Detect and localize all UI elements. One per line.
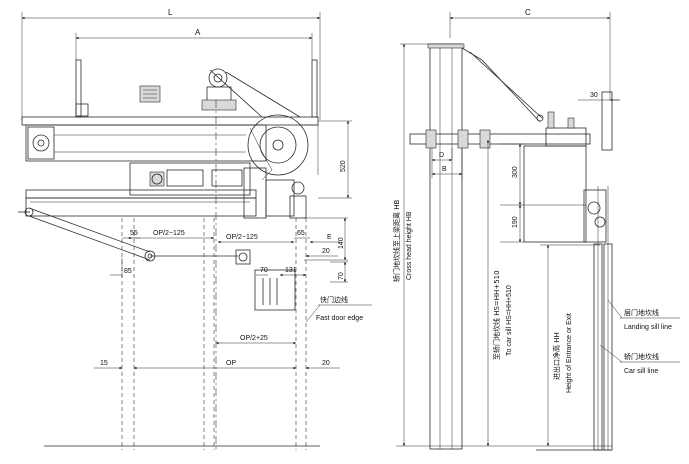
dimension-300-190: 300 190 [500,143,586,243]
dim-label-30: 30 [590,92,598,99]
dim-label-OP: OP [226,360,236,367]
dimension-op-row: 15 OP 20 [94,360,340,370]
dim-label-55: 55 [130,230,138,237]
car-sill-label-en: Car sill line [624,368,658,375]
dim-label-B: B [442,166,447,173]
dimension-op2-plus-25: OP/2+25 [216,335,296,345]
cross-head-label-cn: 轿门地坎线至上梁距离 HB [392,200,401,282]
door-panels-side [536,91,613,451]
sill-line-callouts: 层门地坎线 Landing sill line 轿门地坎线 Car sill l… [599,299,680,375]
small-dimensions: 55 65 E 140 20 70 131 70 85 [110,217,348,283]
dim-label-op2-minus-125-right: OP/2−125 [226,234,258,241]
car-sill-hs-label-en: To car sill HS=HH+510 [506,285,513,356]
dim-label-C: C [525,8,531,17]
door-arm-linkage [18,207,251,265]
height-dimensions [396,43,612,447]
dimension-520: 520 [318,120,352,199]
dim-label-65: 65 [297,230,305,237]
dim-label-520: 520 [340,160,347,172]
dim-label-op2-minus-125-left: OP/2−125 [153,230,185,237]
side-elevation-view: C 30 D [392,8,680,451]
door-track [25,124,319,175]
dimension-A: A [75,28,313,60]
car-sill-hs-label-cn: 至轿门地坎线 HS=HH+510 [492,270,501,360]
dim-label-L: L [168,8,173,17]
dimension-D-B: D B [431,148,463,178]
dim-label-D: D [439,152,444,159]
entrance-height-label-cn: 进出口净高 HH [552,332,561,380]
dim-label-20-top: 20 [322,248,330,255]
door-operator-box [523,111,607,243]
dim-label-E: E [327,234,332,241]
car-frame-column [409,43,591,450]
dim-label-op2-plus-25: OP/2+25 [240,335,268,342]
dim-label-A: A [195,28,201,37]
dimension-op2-minus-125-right: OP/2−125 [218,234,294,244]
dim-label-20-bottom: 20 [322,360,330,367]
motor-drive [201,68,309,181]
fast-door-edge-label-en: Fast door edge [316,315,363,322]
car-sill-label-cn: 轿门地坎线 [624,352,659,361]
dimension-30: 30 [578,92,620,102]
dimension-L: L [21,8,321,120]
dim-label-300: 300 [512,166,519,178]
rotated-height-labels: 轿门地坎线至上梁距离 HB Cross head height HB 至轿门地坎… [392,200,573,393]
dim-label-190: 190 [512,216,519,228]
landing-sill-label-en: Landing sill line [624,324,672,331]
fast-door-edge-callout: 快门边线 Fast door edge [305,295,372,323]
car-door-panels [44,100,320,450]
dim-label-70: 70 [260,267,268,274]
landing-sill-label-cn: 层门地坎线 [624,308,659,317]
fast-door-edge-label-cn: 快门边线 [320,295,348,304]
dim-label-140: 140 [338,237,345,249]
dim-label-70-right: 70 [338,272,345,280]
dimension-op2-minus-125-left: OP/2−125 [128,230,214,240]
dim-label-15: 15 [100,360,108,367]
door-hanger-assembly [25,162,307,219]
dim-label-131: 131 [285,267,297,274]
dim-label-85: 85 [124,268,132,275]
front-elevation-view: L A [18,8,372,450]
entrance-height-label-en: Height of Entrance or Exit [566,313,573,393]
dimension-C: C [449,8,611,100]
cross-head-label-en: Cross head height HB [406,211,413,280]
